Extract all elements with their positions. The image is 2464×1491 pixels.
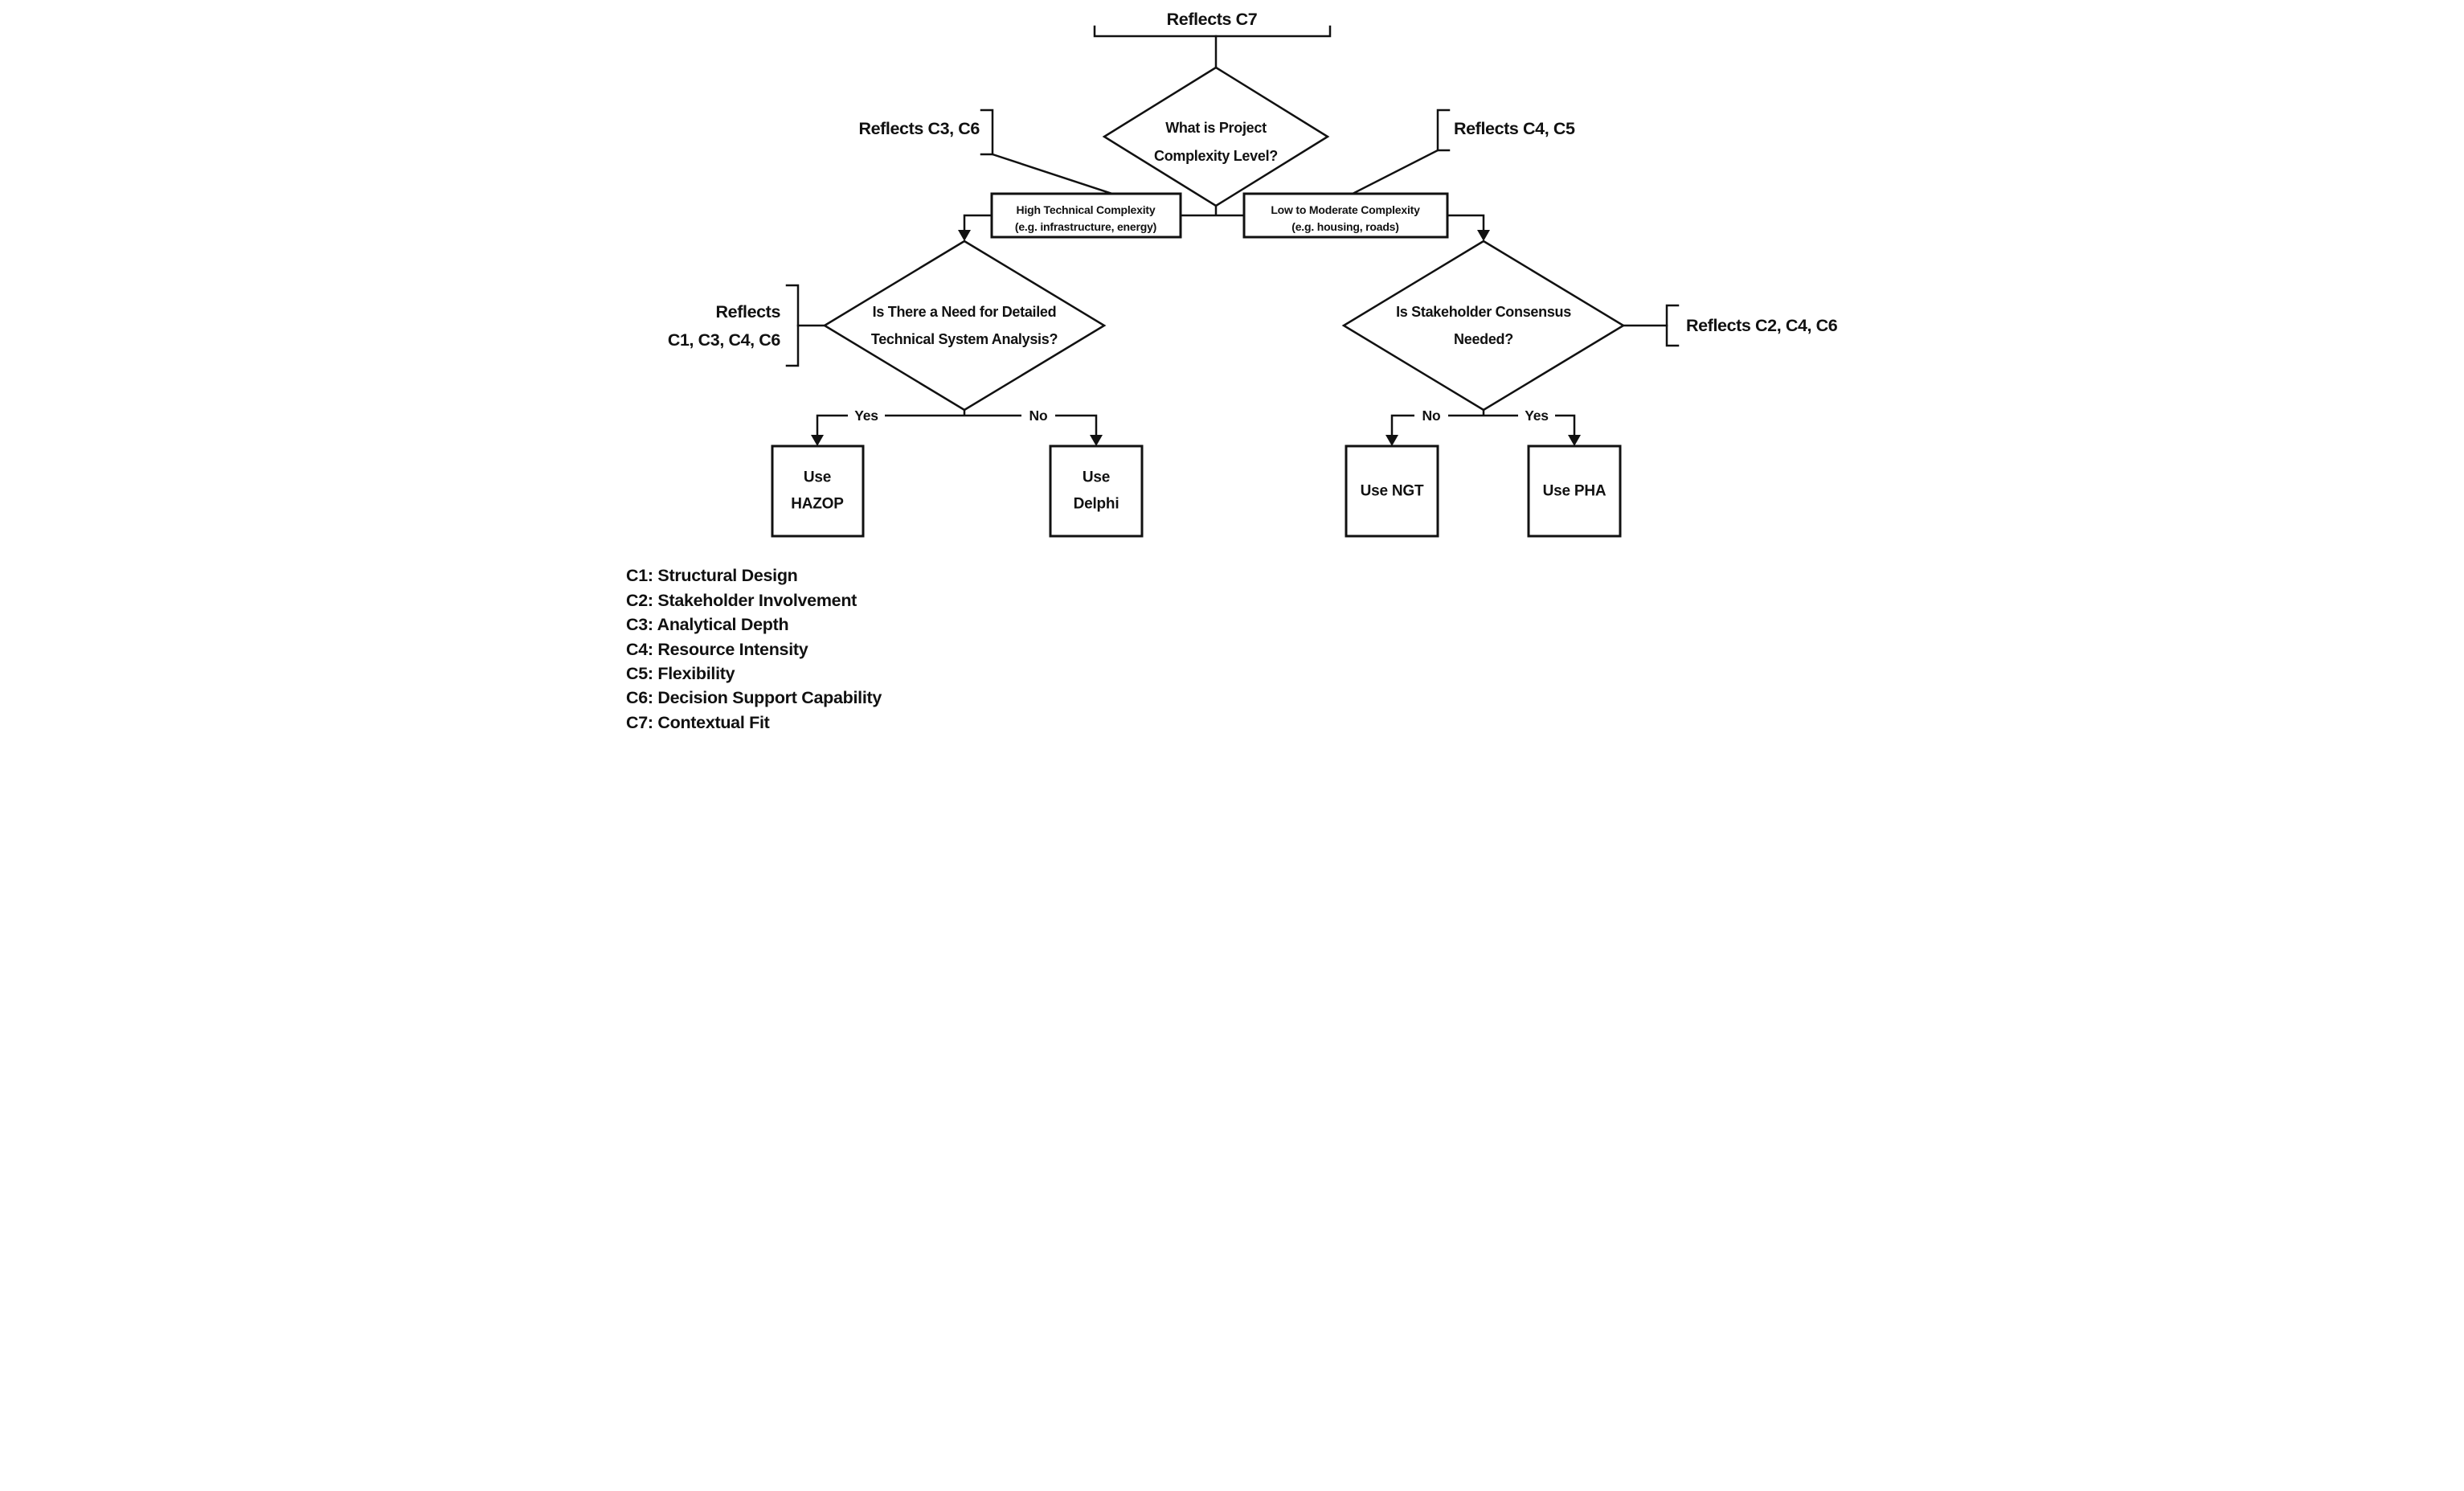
legend-item-c3: C3: Analytical Depth [626,615,788,634]
left-yes-label: Yes [854,408,878,424]
left-yes-no-split: Yes No [810,408,1103,446]
root-decision-diamond: What is Project Complexity Level? [1102,66,1329,207]
left-no-label: No [1029,408,1047,424]
left-branch-line [963,214,993,231]
outcome-delphi-box: Use Delphi [1049,444,1143,538]
right-decision-annotation-group: Reflects C2, C4, C6 [1622,304,1838,347]
legend-item-c5: C5: Flexibility [626,664,735,683]
top-annotation-group: Reflects C7 [1093,10,1331,69]
left-diamond-shape [822,240,1106,412]
ngt-rect [1345,444,1439,538]
left-decision-line1: Is There a Need for Detailed [872,304,1056,320]
down-arrowhead-icon [1385,435,1398,446]
down-arrowhead-icon [810,435,824,446]
hazop-line1: Use [803,469,830,486]
down-arrowhead-icon [957,230,971,241]
label-backplate [1021,408,1055,424]
right-no-yes-split: No Yes [1385,408,1581,446]
legend-item-c1: C1: Structural Design [626,566,798,585]
label-backplate [1414,408,1448,424]
delphi-line2: Delphi [1073,496,1119,513]
left-path-annotation-bracket [980,109,993,156]
left-path-annotation-connector [990,153,1114,195]
left-decision-annotation-bracket [785,284,799,367]
delphi-line1: Use [1082,469,1109,486]
left-decision-annotation-line2: C1, C3, C4, C6 [667,330,780,350]
left-decision-line2: Technical System Analysis? [870,331,1057,347]
low-complexity-box: Low to Moderate Complexity (e.g. housing… [1242,192,1448,239]
pha-label: Use PHA [1542,483,1606,500]
left-split-lines [816,408,1097,436]
top-annotation-bracket [1093,25,1331,38]
right-decision-line1: Is Stakeholder Consensus [1396,304,1571,320]
low-complexity-line2: (e.g. housing, roads) [1291,220,1398,233]
right-decision-annotation-bracket [1665,304,1679,347]
right-decision-annotation-label: Reflects C2, C4, C6 [1686,316,1838,335]
right-yes-label: Yes [1525,408,1549,424]
root-diamond-shape [1102,66,1329,207]
legend-item-c7: C7: Contextual Fit [626,713,770,732]
outcome-ngt-box: Use NGT [1345,444,1439,538]
left-decision-annotation-line1: Reflects [715,302,780,322]
hazop-rect [771,444,864,538]
right-decision-diamond: Is Stakeholder Consensus Needed? [1341,240,1625,412]
left-path-annotation-label: Reflects C3, C6 [858,119,980,138]
root-split-connector [1179,204,1245,217]
high-complexity-line2: (e.g. infrastructure, energy) [1014,220,1156,233]
outcome-hazop-box: Use HAZOP [771,444,864,538]
legend-item-c6: C6: Decision Support Capability [626,688,882,707]
left-branch-connector [957,214,993,241]
left-decision-annotation-group: Reflects C1, C3, C4, C6 [667,284,825,367]
right-branch-line [1446,214,1484,231]
ngt-label: Use NGT [1360,483,1423,500]
right-diamond-shape [1341,240,1625,412]
down-arrowhead-icon [1476,230,1490,241]
right-branch-connector [1446,214,1490,241]
outcome-pha-box: Use PHA [1527,444,1621,538]
delphi-rect [1049,444,1143,538]
right-path-annotation-bracket [1436,109,1450,152]
top-annotation-label: Reflects C7 [1166,10,1257,29]
low-complexity-line1: Low to Moderate Complexity [1271,203,1420,216]
right-split-lines [1390,408,1575,436]
hazop-line2: HAZOP [791,496,844,513]
root-decision-line2: Complexity Level? [1154,148,1278,164]
down-arrowhead-icon [1089,435,1103,446]
label-backplate [847,408,885,424]
left-decision-diamond: Is There a Need for Detailed Technical S… [822,240,1106,412]
right-no-label: No [1422,408,1440,424]
right-decision-line2: Needed? [1454,331,1513,347]
pha-rect [1527,444,1621,538]
right-path-annotation-label: Reflects C4, C5 [1454,119,1575,138]
legend-item-c4: C4: Resource Intensity [626,640,808,659]
decision-flowchart: Reflects C7 What is Project Complexity L… [616,0,1848,745]
down-arrowhead-icon [1567,435,1581,446]
criteria-legend: C1: Structural Design C2: Stakeholder In… [626,566,882,732]
high-complexity-box: High Technical Complexity (e.g. infrastr… [990,192,1181,239]
flowchart-page: Reflects C7 What is Project Complexity L… [616,0,1848,745]
label-backplate [1517,408,1555,424]
left-path-annotation-group: Reflects C3, C6 [858,109,1114,195]
legend-item-c2: C2: Stakeholder Involvement [626,591,857,610]
right-path-annotation-connector [1350,149,1439,195]
root-decision-line1: What is Project [1165,120,1267,136]
right-path-annotation-group: Reflects C4, C5 [1350,109,1575,195]
high-complexity-line1: High Technical Complexity [1016,203,1155,216]
